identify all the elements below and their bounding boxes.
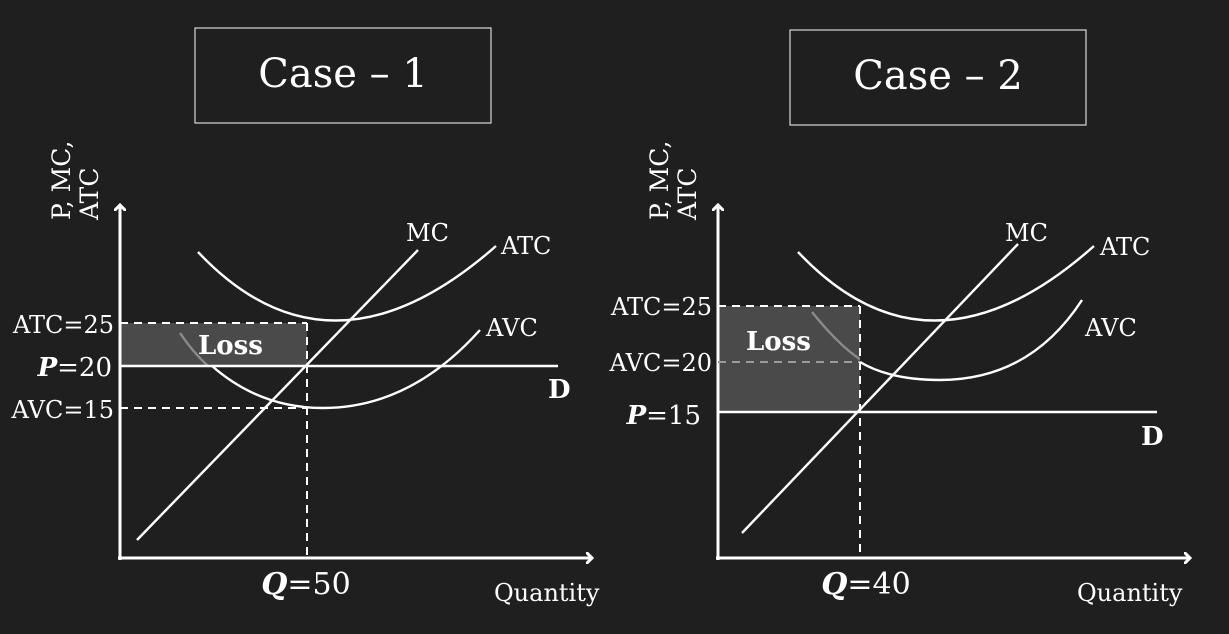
case2-atc-label: ATC [1099,233,1150,261]
case2-loss-label: Loss [746,327,811,357]
case1-tick-q-var: Q [261,567,287,602]
case2-tick-avc: AVC=20 [609,349,712,377]
case2-atc-curve [797,245,1095,322]
case1-tick-p-var: P [37,353,59,383]
case1-title-box [194,27,492,124]
case2-avc-curve [859,299,1084,382]
case1-loss-label: Loss [198,331,263,361]
case2-mc-curve [741,243,1019,534]
case2-loss-area [718,306,860,412]
case1-y-axis-label-line2: ATC [75,168,104,222]
case2-y-axis-label-line1: P, MC, [645,141,674,220]
case1-panel: Case – 1 MC ATC AVC D Loss ATC=25 P=20 A… [11,27,600,607]
case1-x-axis-label: Quantity [494,579,600,607]
case2-avc-label: AVC [1084,314,1137,342]
case1-avc-label: AVC [485,314,538,342]
case2-tick-p-val: =15 [646,401,701,431]
case1-tick-q-val: =50 [287,567,350,602]
case2-x-axis-label: Quantity [1077,579,1183,607]
case1-atc-label: ATC [500,232,551,260]
case1-avc-in-loss [179,332,210,366]
case1-tick-p: P=20 [37,353,112,383]
case1-avc-curve [211,329,481,410]
case1-mc-label: MC [406,219,449,247]
case1-tick-q: Q=50 [261,567,350,602]
case2-avc-in-loss [811,311,860,361]
case2-tick-q-var: Q [821,567,847,602]
case2-tick-q: Q=40 [821,567,910,602]
case1-tick-atc: ATC=25 [12,311,114,339]
case1-title: Case – 1 [258,51,428,97]
case2-tick-p-var: P [626,401,648,431]
case2-tick-atc: ATC=25 [610,293,712,321]
case2-y-axis-label-line2: ATC [673,168,702,222]
case2-mc-label: MC [1005,219,1048,247]
case1-y-axis-label-line1: P, MC, [47,141,76,220]
case1-atc-curve [197,245,497,322]
case2-tick-p: P=15 [626,401,701,431]
case2-title-box [789,29,1087,126]
case1-tick-p-val: =20 [57,353,112,383]
case2-tick-q-val: =40 [847,567,910,602]
case1-loss-area [120,323,307,366]
case1-mc-curve [136,249,419,541]
case2-panel: Case – 2 MC ATC AVC D Loss ATC=25 AVC=20… [609,29,1190,607]
case1-tick-avc: AVC=15 [11,396,114,424]
case2-title: Case – 2 [853,53,1023,99]
case2-y-axis-label: P, MC, ATC [645,141,702,221]
case1-y-axis-label: P, MC, ATC [47,141,104,221]
case1-d-label: D [548,375,571,405]
case2-d-label: D [1141,422,1164,452]
